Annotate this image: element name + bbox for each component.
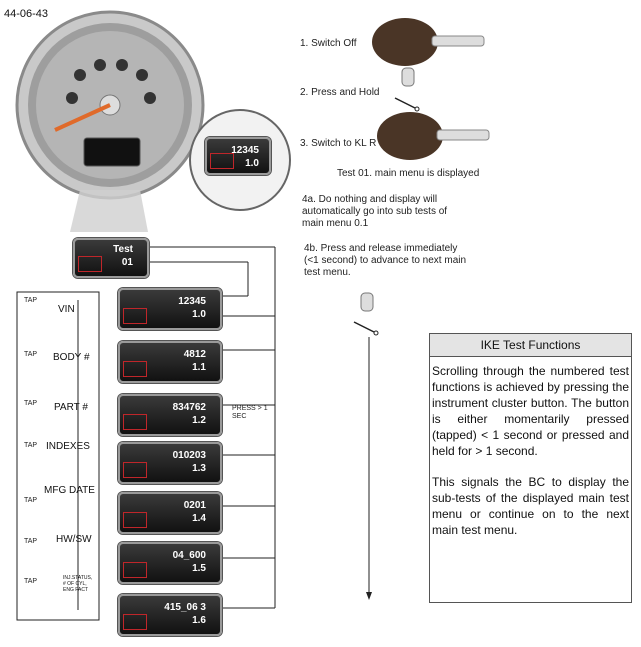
- subtest-value: 415_06 3: [164, 602, 206, 613]
- panel-paragraph-1: Scrolling through the numbered test func…: [432, 364, 629, 458]
- subtest-code: 1.0: [192, 309, 206, 320]
- center-button-icon: [353, 292, 379, 336]
- display-line-2: 01: [121, 257, 133, 268]
- highlight-box: [210, 153, 234, 169]
- subtest-label: INJ.STATUS, # OF CYL, ENG FACT: [63, 575, 93, 593]
- tap-label: TAP: [24, 538, 38, 545]
- subtest-code: 1.4: [192, 513, 206, 524]
- display-line-2: 1.0: [245, 158, 259, 169]
- subtest-display: 12345 1.0: [118, 288, 222, 330]
- subtest-label: MFG DATE: [44, 485, 95, 496]
- subtest-label: INDEXES: [46, 441, 90, 452]
- subtest-display: 415_06 3 1.6: [118, 594, 222, 636]
- subtest-label: BODY #: [53, 352, 90, 363]
- subtest-label: PART #: [54, 402, 88, 413]
- button-icon: [394, 67, 420, 112]
- subtest-code: 1.2: [192, 415, 206, 426]
- tap-label: TAP: [24, 442, 38, 449]
- tap-label: TAP: [24, 497, 38, 504]
- step-3-note: Test 01. main menu is displayed: [337, 168, 480, 179]
- subtest-value: 834762: [172, 402, 206, 413]
- subtest-value: 4812: [183, 349, 206, 360]
- subtest-code: 1.6: [192, 615, 206, 626]
- tap-label: TAP: [24, 400, 38, 407]
- subtest-display: 0201 1.4: [118, 492, 222, 534]
- subtest-code: 1.3: [192, 463, 206, 474]
- subtest-display: 010203 1.3: [118, 442, 222, 484]
- subtest-value: 010203: [172, 450, 206, 461]
- subtest-display: 834762 1.2: [118, 394, 222, 436]
- panel-title: IKE Test Functions: [430, 334, 631, 357]
- highlight-box: [78, 256, 102, 272]
- panel-paragraph-2: This signals the BC to display the sub-t…: [432, 475, 629, 537]
- press-label: PRESS > 1 SEC: [232, 405, 268, 420]
- step-1: 1. Switch Off: [300, 38, 357, 49]
- subtest-label: VIN: [58, 304, 75, 315]
- cluster-display: 12345 1.0: [205, 137, 271, 175]
- subtest-value: 12345: [178, 296, 206, 307]
- display-line-1: 12345: [231, 145, 259, 156]
- step-4a: 4a. Do nothing and display will automati…: [302, 194, 448, 229]
- subtest-display: 4812 1.1: [118, 341, 222, 383]
- step-2: 2. Press and Hold: [300, 87, 380, 98]
- subtest-label: HW/SW: [56, 534, 92, 545]
- speedometer-illustration: [15, 10, 291, 232]
- subtest-value: 04_600: [172, 550, 206, 561]
- tap-label: TAP: [24, 578, 38, 585]
- step-3: 3. Switch to KL R: [300, 138, 377, 149]
- display-line-1: Test: [113, 244, 133, 255]
- test-menu-display: Test 01: [73, 238, 149, 278]
- subtest-code: 1.5: [192, 563, 206, 574]
- subtest-code: 1.1: [192, 362, 206, 373]
- tap-label: TAP: [24, 297, 38, 304]
- subtest-display: 04_600 1.5: [118, 542, 222, 584]
- figure-id: 44-06-43: [4, 8, 49, 20]
- ike-info-panel: IKE Test Functions Scrolling through the…: [429, 333, 632, 603]
- subtest-value: 0201: [183, 500, 206, 511]
- tap-label: TAP: [24, 351, 38, 358]
- key-fob-illustration: [372, 18, 490, 160]
- step-4b: 4b. Press and release immediately (<1 se…: [304, 243, 467, 278]
